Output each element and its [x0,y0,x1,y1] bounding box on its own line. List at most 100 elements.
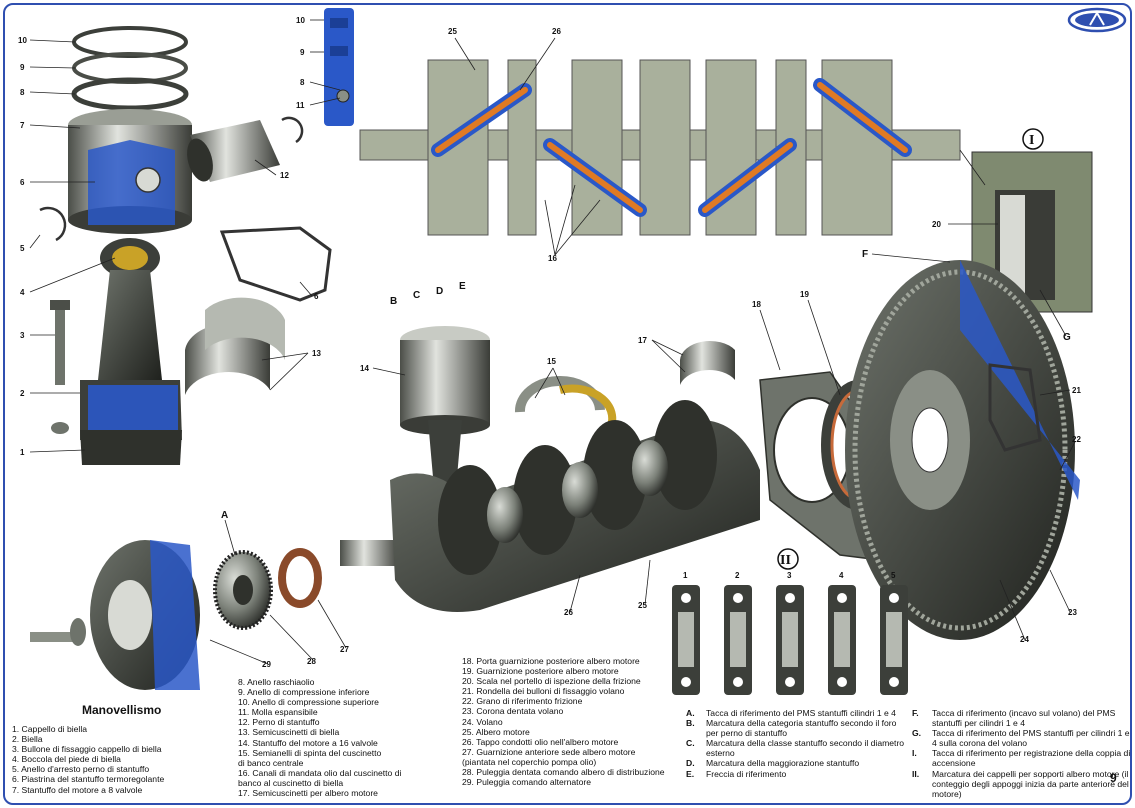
connecting-rod [50,238,182,465]
legend-text: Tacca di riferimento (incavo sul volano)… [932,708,1116,729]
legend-entry: F. Tacca di riferimento (incavo sul volan… [912,708,1132,728]
callout-1: 1 [20,448,25,457]
callout-26: 26 [564,608,573,617]
legend-column-3: 18. Porta guarnizione posteriore albero … [462,656,665,787]
legend-item: 4. Boccola del piede di biella [12,754,121,765]
legend-entry: C. Marcatura della classe stantuffo secon… [686,738,906,758]
callout-numbers: 10 9 8 7 6 5 4 3 2 1 10 9 8 11 12 6 13 1… [18,16,1081,669]
legend-key: II. [912,768,920,779]
thermostatic-plate [219,226,332,302]
callout-9-detail: 9 [300,48,305,57]
legend-entry: I. Tacca di riferimento per registrazione… [912,748,1132,768]
callout-14: 14 [360,364,369,373]
legend-entry: E. Freccia di riferimento [686,769,906,779]
legend-item: 27. Guarnizione anteriore sede albero mo… [462,746,636,757]
legend-key: G. [912,728,922,739]
cap-number-5: 5 [891,571,896,580]
piston-8-valve [68,109,192,234]
callout-15: 15 [547,357,556,366]
legend-item: 29. Puleggia comando alternatore [462,777,591,788]
label-B: B [390,296,397,307]
legend-item: 7. Stantuffo del motore a 8 valvole [12,784,143,795]
piston-pin [187,116,304,182]
legend-text: Tacca di riferimento del PMS stantuffi p… [932,728,1130,749]
callout-9-left: 9 [20,63,25,72]
legend-item: 10. Anello di compressione superiore [238,697,379,708]
callout-4: 4 [20,288,25,297]
callout-28: 28 [307,657,316,666]
legend-item: 14. Stantuffo del motore a 16 valvole [238,737,378,748]
legend-key: B. [686,718,695,729]
main-bearing-halves [680,341,735,385]
legend-column-4: A.Tacca di riferimento del PMS stantuffi… [686,708,906,779]
callout-leaders [29,19,1076,665]
legend-item: 12. Perno di stantuffo [238,717,320,728]
callout-8-detail: 8 [300,78,305,87]
callout-25: 25 [638,601,647,610]
label-D: D [436,286,443,297]
legend-item: 11. Molla espansibile [238,707,318,718]
callout-18: 18 [752,300,761,309]
legend-key: C. [686,738,695,749]
legend-entry: D.Marcatura della maggiorazione stantuff… [686,758,906,768]
legend-item: 16. Canali di mandata olio dal cuscinett… [238,767,402,778]
legend-item: 22. Grano di riferimento frizione [462,696,583,707]
callout-20: 20 [932,220,941,229]
callout-7: 7 [20,121,25,130]
callout-2: 2 [20,389,25,398]
legend-item: 19. Guarnizione posteriore albero motore [462,666,619,677]
flywheel-bolt-washer [988,363,1042,452]
roman-labels: I II [777,128,1044,570]
legend-entry: G. Tacca di riferimento del PMS stantuffi… [912,728,1132,748]
legend-text: Tacca di riferimento del PMS stantuffi c… [706,708,896,718]
callout-8-left: 8 [20,88,25,97]
legend-key: I. [912,748,917,759]
cap-number-1: 1 [683,571,688,580]
callout-10-detail: 10 [296,16,305,25]
legend-key: F. [912,708,919,718]
legend-item: 26. Tappo condotti olio nell'albero moto… [462,736,619,747]
callout-23: 23 [1068,608,1077,617]
legend-entry: II.Marcatura dei cappelli per sopporti a… [912,769,1132,799]
legend-key: E. [686,768,695,779]
callout-25-top: 25 [448,27,457,36]
callout-27: 27 [340,645,349,654]
brand-logo [1067,7,1127,33]
page-frame [3,3,1132,805]
legend-text: Marcatura della categoria stantuffo seco… [706,718,897,739]
legend-column-5: F. Tacca di riferimento (incavo sul volan… [912,708,1132,799]
legend-item: 17. Semicuscinetti per albero motore [238,788,378,799]
callout-26-top: 26 [552,27,561,36]
snap-ring [39,206,67,242]
callout-6-left: 6 [20,178,25,187]
callout-6-plate: 6 [314,292,319,301]
legend-item: 20. Scala nel portello di ispezione dell… [462,676,641,687]
flywheel [845,260,1080,640]
label-I: I [1029,133,1034,148]
legend-entry: B. Marcatura della categoria stantuffo se… [686,718,906,738]
legend-text: Freccia di riferimento [706,768,787,779]
diagram-title: Manovellismo [82,703,162,717]
legend-item: (piantata nel coperchio pompa olio) [462,756,597,767]
legend-text: Marcatura della maggiorazione stantuffo [706,758,860,769]
label-C: C [413,290,420,301]
legend-entry: A.Tacca di riferimento del PMS stantuffi… [686,708,906,718]
label-E: E [459,281,466,292]
thrust-half-ring [515,376,605,413]
callout-21: 21 [1072,386,1081,395]
legend-text: Tacca di riferimento per registrazione d… [932,748,1131,769]
legend-item: 25. Albero motore [462,726,530,737]
callout-3: 3 [20,331,25,340]
label-G: G [1063,332,1071,343]
timing-belt-gear [213,550,273,630]
legend-item: 2. Biella [12,734,43,745]
legend-text: Marcatura della classe stantuffo secondo… [706,738,905,759]
legend-item: 3. Bullone di fissaggio cappello di biel… [12,744,162,755]
callout-11: 11 [296,101,305,110]
crankshaft-section [359,59,961,236]
legend-item: di banco centrale [238,757,304,768]
legend-item: 24. Volano [462,716,503,727]
callout-19: 19 [800,290,809,299]
callout-16: 16 [548,254,557,263]
